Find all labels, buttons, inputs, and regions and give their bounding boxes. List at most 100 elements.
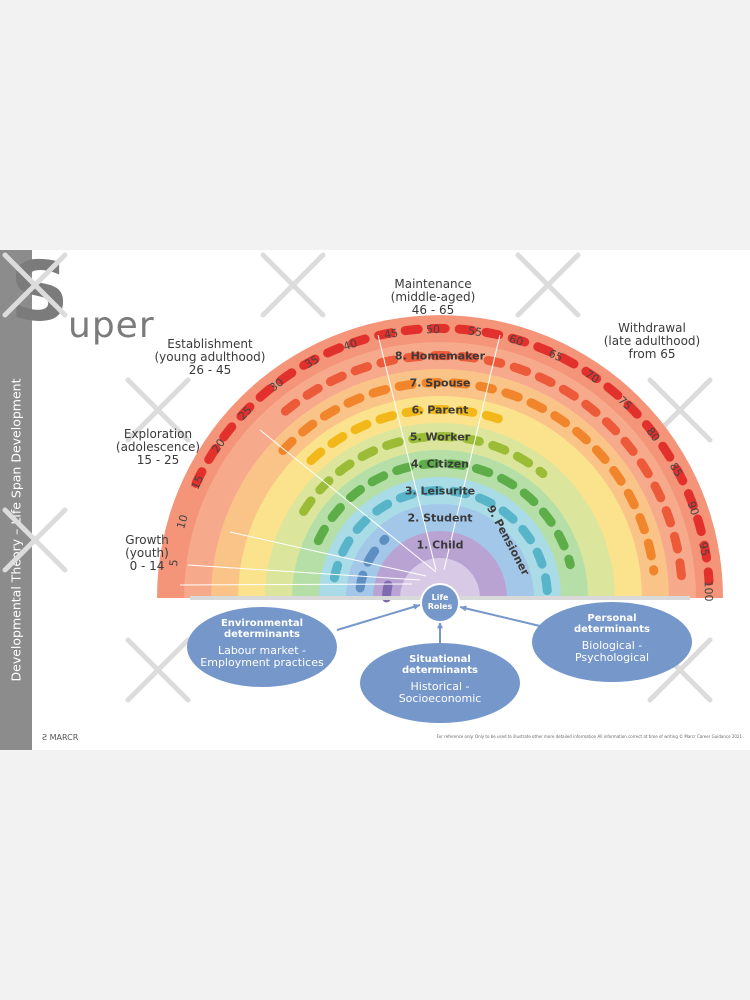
role-label: 5. Worker bbox=[410, 431, 471, 444]
determinant-body-line: Historical - bbox=[411, 680, 470, 693]
stage-label-line: 15 - 25 bbox=[137, 453, 180, 467]
stage-label-line: (young adulthood) bbox=[155, 350, 266, 364]
role-label: 3. Leisurite bbox=[405, 485, 475, 498]
watermark-mark bbox=[2, 252, 68, 318]
role-label: 8. Homemaker bbox=[395, 350, 486, 363]
stage-label-line: (youth) bbox=[125, 546, 169, 560]
stage-label-line: Growth bbox=[125, 533, 168, 547]
influence-arrow bbox=[336, 604, 421, 631]
age-label: 10 bbox=[174, 513, 190, 530]
stage-label: Withdrawal(late adulthood)from 65 bbox=[604, 321, 700, 361]
watermark-mark bbox=[125, 637, 191, 703]
age-label: 45 bbox=[383, 326, 399, 341]
stage-label-line: Establishment bbox=[167, 337, 253, 351]
role-label: 2. Student bbox=[407, 512, 472, 525]
watermark-mark bbox=[515, 252, 581, 318]
stage-label-line: Maintenance bbox=[394, 277, 471, 291]
age-label: 100 bbox=[702, 580, 716, 601]
age-label: 15 bbox=[189, 473, 207, 491]
role-label: 6. Parent bbox=[412, 404, 469, 417]
poster: Developmental Theory – Life Span Develop… bbox=[0, 250, 750, 750]
determinant-ellipse bbox=[532, 602, 692, 682]
stage-pointer-lines bbox=[179, 334, 501, 586]
role-dash bbox=[278, 378, 659, 576]
determinant-title-line: Environmental bbox=[221, 618, 303, 629]
role-label: 4. Citizen bbox=[411, 458, 469, 471]
watermark-stroke bbox=[125, 637, 191, 703]
age-label: 50 bbox=[426, 323, 440, 336]
role-dash bbox=[280, 351, 687, 588]
role-dash bbox=[355, 534, 390, 593]
stage-pointer-line bbox=[259, 429, 437, 573]
age-label: 35 bbox=[303, 353, 322, 371]
stage-label: Growth(youth)0 - 14 bbox=[125, 533, 169, 573]
watermark-stroke bbox=[2, 507, 68, 573]
determinant-body-line: Labour market - bbox=[218, 644, 306, 657]
stage-label-line: (middle-aged) bbox=[391, 290, 476, 304]
role-dash bbox=[191, 323, 714, 586]
stage-label-line: Exploration bbox=[124, 427, 192, 441]
stage-pointer-line bbox=[443, 334, 501, 571]
role-dashes bbox=[191, 323, 714, 603]
life-roles-line: Roles bbox=[428, 602, 453, 611]
watermark-stroke bbox=[647, 637, 713, 703]
determinant-ellipse bbox=[360, 643, 520, 723]
role-dash bbox=[306, 405, 503, 466]
age-label: 60 bbox=[508, 332, 525, 348]
rainbow-bands bbox=[157, 315, 723, 598]
age-label: 85 bbox=[667, 461, 685, 480]
arrow-head bbox=[413, 603, 420, 610]
determinant-ellipse bbox=[187, 607, 337, 687]
side-bar: Developmental Theory – Life Span Develop… bbox=[0, 250, 32, 750]
determinant-title-line: Personal bbox=[587, 613, 636, 624]
stage-pointer-line bbox=[187, 564, 421, 581]
watermark-stroke bbox=[515, 252, 581, 318]
life-roles-circle bbox=[420, 583, 460, 623]
stage-label: Exploration(adolescence)15 - 25 bbox=[116, 427, 200, 467]
arrow-head bbox=[437, 622, 443, 629]
stage-labels: Growth(youth)0 - 14 Exploration(adolescen… bbox=[116, 277, 700, 573]
stage-pointer-line bbox=[179, 583, 413, 586]
determinant-body-line: Psychological bbox=[575, 651, 649, 664]
watermark-stroke bbox=[260, 252, 326, 318]
stage-label-line: Withdrawal bbox=[618, 321, 686, 335]
age-label: 90 bbox=[685, 500, 702, 518]
determinant-title-line: determinants bbox=[224, 629, 300, 640]
watermark-stroke bbox=[2, 252, 68, 318]
determinant-title-line: Situational bbox=[409, 654, 471, 665]
watermark-mark bbox=[260, 252, 326, 318]
determinant-body: Biological -Psychological bbox=[575, 639, 649, 664]
stage-label-line: (late adulthood) bbox=[604, 334, 700, 348]
determinant-body-line: Socioeconomic bbox=[399, 692, 482, 705]
determinant-body-line: Employment practices bbox=[200, 656, 324, 669]
life-roles-line: Life bbox=[432, 593, 449, 602]
stage-label-line: (adolescence) bbox=[116, 440, 200, 454]
stage-label: Establishment(young adulthood)26 - 45 bbox=[155, 337, 266, 377]
role-label: 1. Child bbox=[417, 539, 464, 552]
stage-label-line: from 65 bbox=[628, 347, 675, 361]
brand-word: uper bbox=[68, 305, 155, 346]
age-label: 40 bbox=[342, 336, 360, 353]
role-dash bbox=[299, 432, 548, 516]
stage-label-line: 46 - 65 bbox=[412, 303, 455, 317]
watermark-mark bbox=[125, 377, 191, 443]
marcr-logo: Ƨ MARCR bbox=[42, 733, 79, 742]
role-dash bbox=[313, 458, 575, 570]
role-label: 7. Spouse bbox=[410, 377, 471, 390]
age-label: 55 bbox=[467, 324, 483, 339]
watermark-mark bbox=[2, 507, 68, 573]
stage-label-line: 26 - 45 bbox=[189, 363, 232, 377]
determinant-body: Labour market -Employment practices bbox=[200, 644, 324, 669]
watermark-stroke bbox=[125, 377, 191, 443]
stage-pointer-line bbox=[229, 531, 427, 577]
determinant-body-line: Biological - bbox=[582, 639, 642, 652]
stage-pointer-line bbox=[377, 334, 437, 571]
determinant-title-line: determinants bbox=[574, 624, 650, 635]
age-label: 65 bbox=[546, 347, 564, 365]
